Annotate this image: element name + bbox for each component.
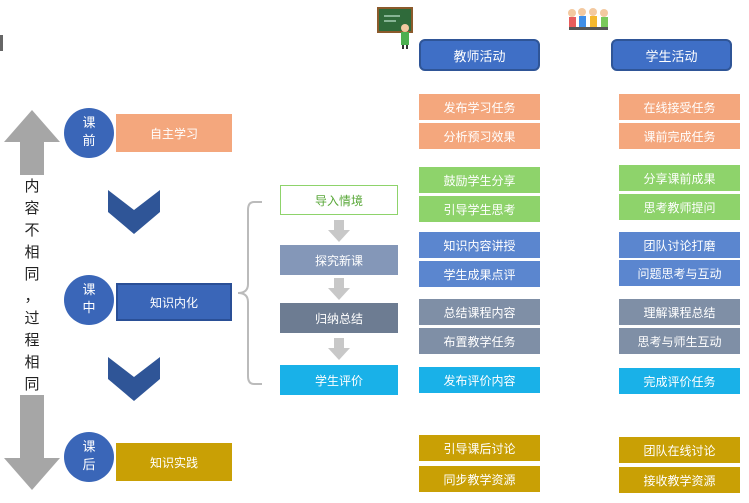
teacher-activity: 发布评价内容 xyxy=(419,367,540,393)
student-activity: 接收教学资源 xyxy=(619,467,740,493)
teacher-activity: 学生成果点评 xyxy=(419,261,540,287)
student-activity: 完成评价任务 xyxy=(619,368,740,394)
chevron-down-icon xyxy=(108,357,160,401)
arrow-down-icon xyxy=(328,220,350,242)
student-activities-header: 学生活动 xyxy=(611,39,732,71)
student-activity: 团队讨论打磨 xyxy=(619,232,740,258)
student-activity: 思考与师生互动 xyxy=(619,328,740,354)
phase-before-label: 自主学习 xyxy=(116,114,232,152)
step-evaluation: 学生评价 xyxy=(280,365,398,395)
phase-after-circle: 课后 xyxy=(64,432,114,482)
arrow-down-icon xyxy=(328,338,350,360)
edge-mark xyxy=(0,35,3,51)
chevron-down-icon xyxy=(108,190,160,234)
teacher-activity: 同步教学资源 xyxy=(419,466,540,492)
teacher-activity: 引导课后讨论 xyxy=(419,435,540,461)
teacher-activity: 发布学习任务 xyxy=(419,94,540,120)
step-summary: 归纳总结 xyxy=(280,303,398,333)
teacher-activity: 分析预习效果 xyxy=(419,123,540,149)
student-activity: 理解课程总结 xyxy=(619,299,740,325)
teacher-activity: 引导学生思考 xyxy=(419,196,540,222)
teacher-activities-header: 教师活动 xyxy=(419,39,540,71)
teacher-activity: 鼓励学生分享 xyxy=(419,167,540,193)
teacher-at-blackboard-icon xyxy=(377,7,413,49)
step-intro: 导入情境 xyxy=(280,185,398,215)
teacher-activity: 布置教学任务 xyxy=(419,328,540,354)
bracket xyxy=(237,201,262,385)
students-group-icon xyxy=(568,8,608,30)
phase-during-label: 知识内化 xyxy=(116,283,232,321)
student-activity: 思考教师提问 xyxy=(619,194,740,220)
student-activity: 课前完成任务 xyxy=(619,123,740,149)
arrow-down-icon xyxy=(328,278,350,300)
student-activity: 团队在线讨论 xyxy=(619,437,740,463)
student-activity: 在线接受任务 xyxy=(619,94,740,120)
side-label: 内容不 相同， 过程相 同 xyxy=(19,175,45,395)
teacher-activity: 总结课程内容 xyxy=(419,299,540,325)
student-activity: 分享课前成果 xyxy=(619,165,740,191)
teacher-activity: 知识内容讲授 xyxy=(419,232,540,258)
phase-after-label: 知识实践 xyxy=(116,443,232,481)
student-activity: 问题思考与互动 xyxy=(619,260,740,286)
step-explore: 探究新课 xyxy=(280,245,398,275)
phase-before-circle: 课前 xyxy=(64,108,114,158)
phase-during-circle: 课中 xyxy=(64,275,114,325)
